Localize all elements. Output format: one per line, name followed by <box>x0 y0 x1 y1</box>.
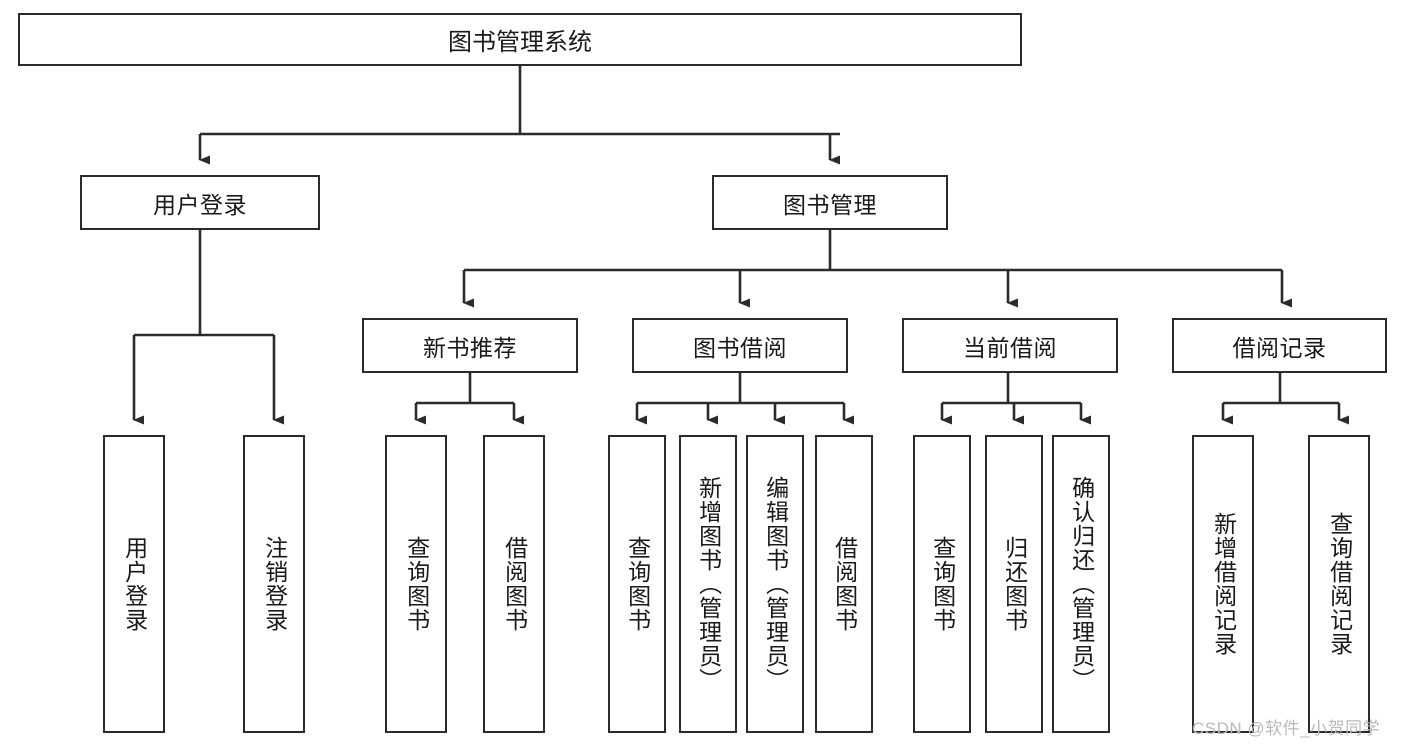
csdn-watermark: CSDN @软件_小贺同学 <box>1192 719 1381 738</box>
node-label: 查询图书 <box>403 536 430 632</box>
node-book-borrow[interactable]: 图书借阅 <box>632 318 848 373</box>
node-leaf-query-book-borrow[interactable]: 查询图书 <box>608 435 666 733</box>
node-leaf-add-borrow-record[interactable]: 新增借阅记录 <box>1192 435 1254 733</box>
node-label: 用户登录 <box>121 536 148 632</box>
node-label: 图书管理 <box>783 191 877 218</box>
node-label: 查询图书 <box>929 536 956 632</box>
node-leaf-edit-book-admin[interactable]: 编辑图书（管理员） <box>746 435 804 733</box>
node-label: 图书管理系统 <box>448 29 592 56</box>
node-leaf-borrow-book[interactable]: 借阅图书 <box>815 435 873 733</box>
node-user-login[interactable]: 用户登录 <box>80 175 320 230</box>
node-label: 新增图书（管理员） <box>695 476 722 692</box>
node-leaf-return-book[interactable]: 归还图书 <box>985 435 1043 733</box>
node-leaf-user-login[interactable]: 用户登录 <box>103 435 165 733</box>
node-label: 查询图书 <box>624 536 651 632</box>
node-label: 借阅记录 <box>1232 334 1327 361</box>
node-leaf-confirm-return-admin[interactable]: 确认归还（管理员） <box>1052 435 1110 733</box>
node-leaf-logout[interactable]: 注销登录 <box>243 435 305 733</box>
node-borrow-record[interactable]: 借阅记录 <box>1172 318 1387 373</box>
node-book-manage[interactable]: 图书管理 <box>712 175 948 230</box>
node-leaf-query-book-current[interactable]: 查询图书 <box>913 435 971 733</box>
node-leaf-query-borrow-record[interactable]: 查询借阅记录 <box>1308 435 1370 733</box>
node-label: 新书推荐 <box>423 334 517 361</box>
node-root-system[interactable]: 图书管理系统 <box>18 13 1022 66</box>
node-current-borrow[interactable]: 当前借阅 <box>902 318 1118 373</box>
node-leaf-query-book-new[interactable]: 查询图书 <box>385 435 447 733</box>
node-label: 借阅图书 <box>501 536 528 632</box>
node-label: 注销登录 <box>261 536 288 632</box>
node-label: 编辑图书（管理员） <box>762 476 789 692</box>
node-label: 新增借阅记录 <box>1210 512 1237 656</box>
node-label: 确认归还（管理员） <box>1068 476 1095 692</box>
node-label: 图书借阅 <box>693 334 787 361</box>
node-new-book-recommendation[interactable]: 新书推荐 <box>362 318 578 373</box>
node-label: 借阅图书 <box>831 536 858 632</box>
node-label: 用户登录 <box>153 191 247 218</box>
node-leaf-add-book-admin[interactable]: 新增图书（管理员） <box>679 435 737 733</box>
node-label: 归还图书 <box>1001 536 1028 632</box>
node-label: 当前借阅 <box>963 334 1057 361</box>
node-label: 查询借阅记录 <box>1326 512 1353 656</box>
node-leaf-borrow-book-new[interactable]: 借阅图书 <box>483 435 545 733</box>
